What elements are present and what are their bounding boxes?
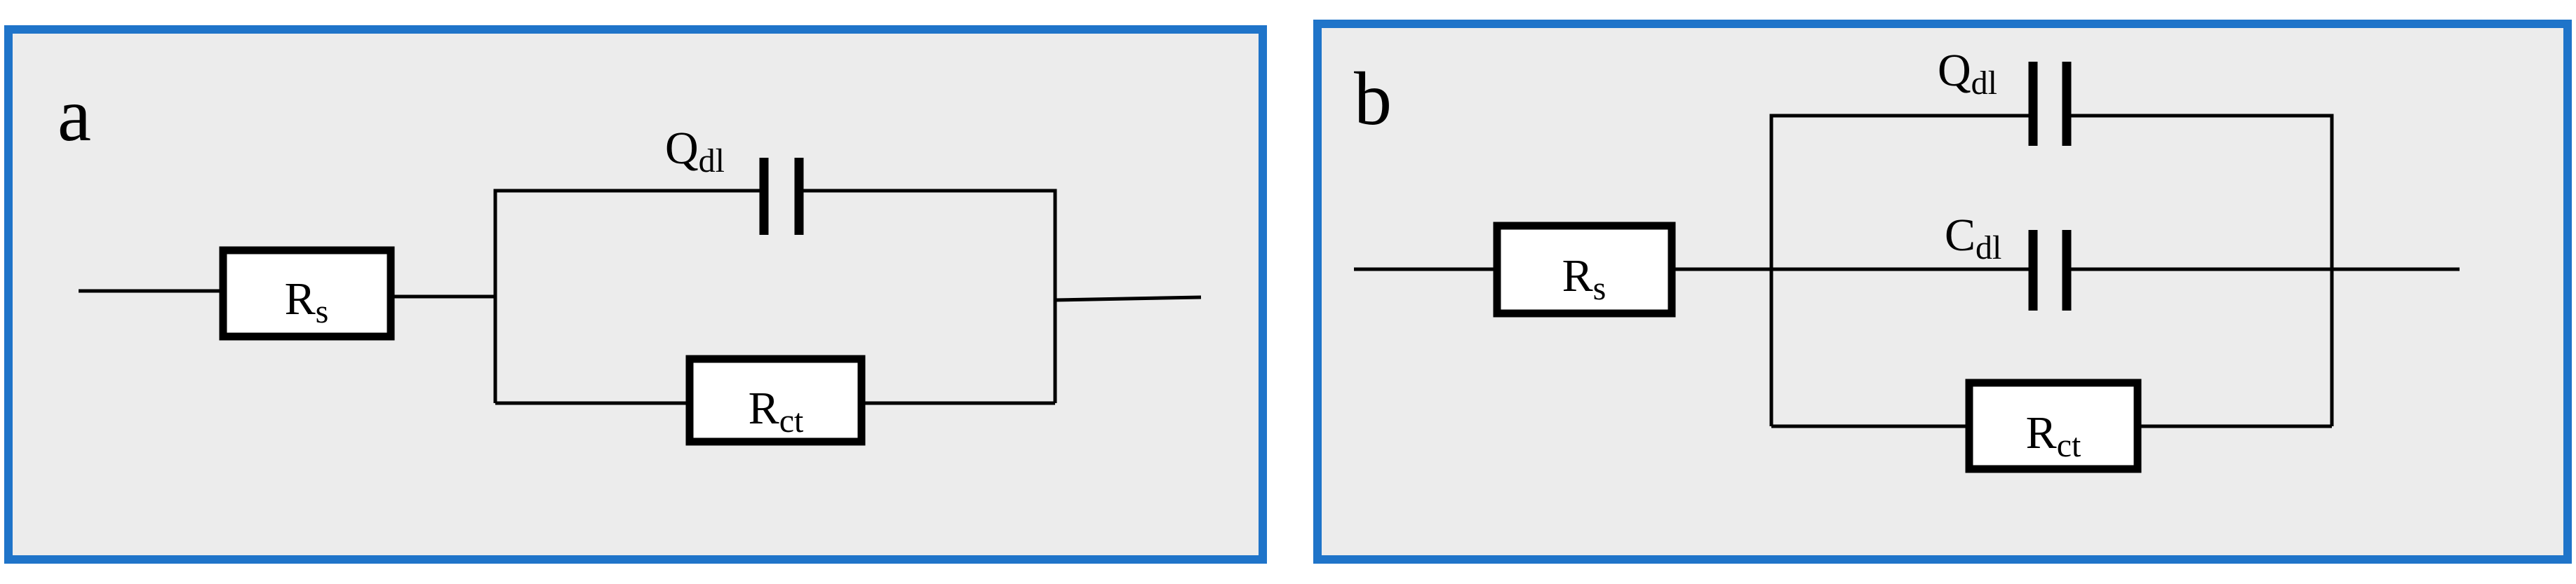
panel-b-qdl-label: Qdl <box>1938 45 1997 102</box>
panel-a-top-branch-right-wire <box>803 189 1057 403</box>
panel-b-top-branch-left-wire <box>1769 114 2029 426</box>
panel-a-rs-label: Rs <box>285 273 329 330</box>
panel-a: a Rs Qdl Rct <box>4 25 1267 564</box>
panel-a-rct-box <box>685 355 866 446</box>
panel-b-resistor-rs: Rs <box>1493 222 1676 318</box>
panel-b-rs-box <box>1493 222 1676 318</box>
panel-a-rs-box <box>219 246 395 341</box>
panel-a-output-wire <box>1054 295 1202 302</box>
panel-a-resistor-rct: Rct <box>685 355 866 446</box>
panel-b: b Rs Qdl <box>1313 20 2572 564</box>
panel-a-rct-label: Rct <box>749 383 804 440</box>
panel-b-top-branch-right-wire <box>2071 114 2334 426</box>
panel-a-top-branch-left-wire <box>493 189 760 403</box>
panel-b-cdl-label: Cdl <box>1945 210 2001 266</box>
panel-b-resistor-rct: Rct <box>1965 379 2142 473</box>
panel-a-qdl-label: Qdl <box>665 123 725 179</box>
panel-b-capacitor-cdl: Cdl <box>1945 210 2072 311</box>
panel-b-rct-label: Rct <box>2026 407 2081 464</box>
panel-b-rct-box <box>1965 379 2142 473</box>
panel-a-frame <box>4 25 1267 564</box>
panel-b-cpe-qdl: Qdl <box>1938 45 2072 146</box>
panel-a-resistor-rs: Rs <box>219 246 395 341</box>
panel-a-letter: a <box>58 74 91 157</box>
panel-b-rs-label: Rs <box>1562 250 1606 307</box>
panel-b-letter: b <box>1354 57 1392 141</box>
panel-a-cpe-qdl: Qdl <box>665 123 804 235</box>
